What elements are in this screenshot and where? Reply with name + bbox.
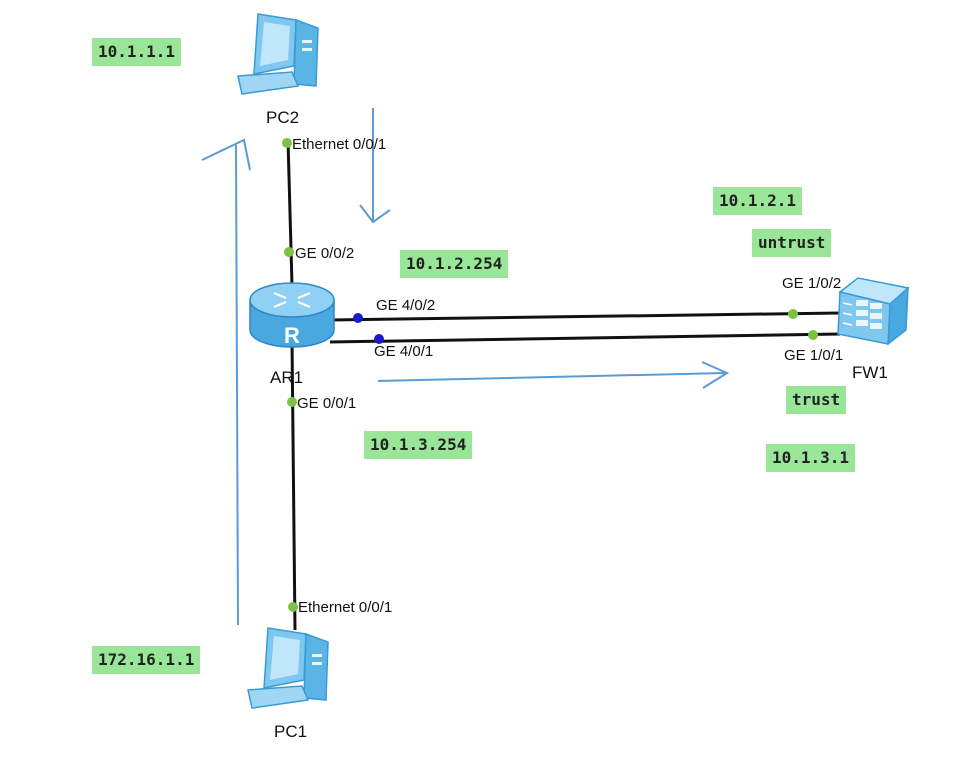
port-dot-ar1-ge001 [287, 397, 297, 407]
pc1-ip-label: 172.16.1.1 [92, 646, 201, 674]
pc2-computer-icon [237, 13, 319, 95]
port-label-ar1-ge401: GE 4/0/1 [374, 343, 433, 360]
ar1-top-ip-label: 10.1.2.254 [400, 250, 509, 278]
port-dot-ar1-ge401 [374, 334, 384, 344]
ar1-router-icon: R [249, 282, 335, 348]
port-dot-pc1-eth [288, 602, 298, 612]
port-label-pc2-eth: Ethernet 0/0/1 [292, 136, 386, 153]
port-label-ar1-ge001: GE 0/0/1 [297, 395, 356, 412]
fw1-firewall-icon [837, 277, 910, 346]
port-dot-ar1-ge002 [284, 247, 294, 257]
untrust-zone-label: untrust [752, 229, 832, 257]
port-label-pc1-eth: Ethernet 0/0/1 [298, 599, 392, 616]
port-label-ar1-ge002: GE 0/0/2 [295, 245, 354, 262]
port-label-ar1-ge402: GE 4/0/2 [376, 297, 435, 314]
port-dot-fw1-ge101 [808, 330, 818, 340]
fw-untrust-ip-label: 10.1.2.1 [713, 187, 803, 215]
port-label-fw1-ge101: GE 1/0/1 [784, 347, 843, 364]
pc2-label: PC2 [266, 108, 299, 127]
port-label-fw1-ge102: GE 1/0/2 [782, 275, 841, 292]
ar1-bottom-ip-label: 10.1.3.254 [364, 431, 473, 459]
link-pc2-ar1 [286, 139, 294, 286]
link-ar1-pc1 [290, 339, 297, 631]
arrow-down-pc2 [359, 108, 391, 224]
svg-text:R: R [284, 323, 300, 348]
link-ar1-fw1-ge402 [329, 311, 841, 322]
port-dot-pc2-eth [282, 138, 292, 148]
pc1-label: PC1 [274, 722, 307, 741]
port-dot-ar1-ge402 [353, 313, 363, 323]
ar1-label: AR1 [270, 368, 303, 387]
fw-trust-ip-label: 10.1.3.1 [766, 444, 856, 472]
arrow-right-to-fw [377, 361, 730, 389]
pc1-computer-icon [247, 627, 329, 709]
link-ar1-fw1-ge401 [329, 332, 841, 344]
port-dot-fw1-ge102 [788, 309, 798, 319]
fw1-label: FW1 [852, 363, 888, 382]
pc2-ip-label: 10.1.1.1 [92, 38, 182, 66]
arrow-up-left [201, 138, 251, 626]
trust-zone-label: trust [786, 386, 847, 414]
